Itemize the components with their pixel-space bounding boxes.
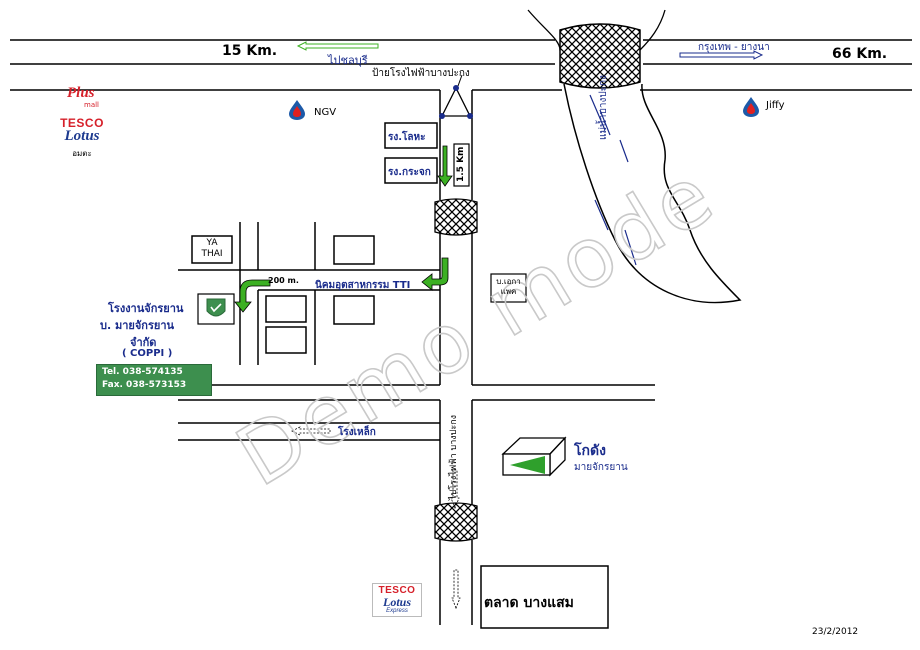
triangle-sign <box>440 86 472 117</box>
contact-tel: Tel. 038-574135 <box>102 367 183 377</box>
coppi-shield-icon <box>206 298 226 317</box>
distance-15km: 15 Km. <box>222 43 278 59</box>
label-200m: 200 m. <box>268 276 299 285</box>
arrow-to-bangkok <box>679 50 764 60</box>
label-to-chonburi: ไปชลบุรี <box>328 54 368 67</box>
green-arrow-left <box>421 257 449 291</box>
tesco-lotus-express-logo: TESCO Lotus Express <box>372 583 422 617</box>
label-river: แม่น้ำบางปะกง <box>598 75 609 140</box>
warehouse-subtitle: มายจักรยาน <box>574 462 628 473</box>
green-arrow-down <box>437 145 453 187</box>
company-line-2: บ. มายจักรยาน <box>100 319 175 332</box>
label-jiffy: Jiffy <box>766 100 785 111</box>
label-ngv: NGV <box>314 107 337 118</box>
label-bangkok-rayong: กรุงเทพ - ยางนา <box>698 42 770 53</box>
label-distance-1-5km: 1.5 Km <box>456 146 466 182</box>
contact-fax: Fax. 038-573153 <box>102 380 187 390</box>
label-factory-metal: รง.โลหะ <box>388 132 426 143</box>
label-to-power-plant: ไปโรงไฟฟ้า บางปะกง <box>449 414 459 500</box>
bridge-hatched <box>559 23 641 89</box>
warehouse-title: โกดัง <box>574 443 606 459</box>
company-line-3: จำกัด <box>130 336 157 349</box>
warehouse-flag <box>510 456 545 474</box>
green-arrow-200m <box>234 279 271 313</box>
label-ekaphat: บ.เอกา แพค <box>496 277 521 296</box>
jiffy-station-icon <box>742 96 760 118</box>
label-estate-tti: นิคมอุตสาหกรรม TTI <box>315 280 411 291</box>
distance-66km: 66 Km. <box>832 46 888 62</box>
bridge-small-2 <box>434 502 478 542</box>
arrow-to-chonburi <box>296 41 379 51</box>
map-date: 23/2/2012 <box>812 627 859 637</box>
company-line-1: โรงงานจักรยาน <box>108 302 184 315</box>
contact-box: Tel. 038-574135 Fax. 038-573153 <box>96 364 212 396</box>
label-market: ตลาด บางแสม <box>484 595 574 611</box>
label-power-plant-sign: ป้ายโรงไฟฟ้าบางปะกง <box>372 68 470 79</box>
plus-mall-logo: Plus mall <box>67 85 99 109</box>
market-box <box>480 565 609 629</box>
bridge-small-1 <box>434 198 478 236</box>
label-ya-thai: YA THAI <box>201 238 223 259</box>
company-line-4: ( COPPI ) <box>122 348 173 359</box>
tesco-branch-label: อมตะ <box>72 149 92 158</box>
ngv-station-icon <box>288 99 306 121</box>
river-outline <box>563 83 742 304</box>
label-factory-glass: รง.กระจก <box>388 167 431 178</box>
label-steel-factory: โรงเหล็ก <box>338 427 376 438</box>
watermark-text: Demo mode <box>221 146 731 505</box>
tesco-lotus-logo-top: TESCO Lotus อมตะ <box>56 117 108 160</box>
